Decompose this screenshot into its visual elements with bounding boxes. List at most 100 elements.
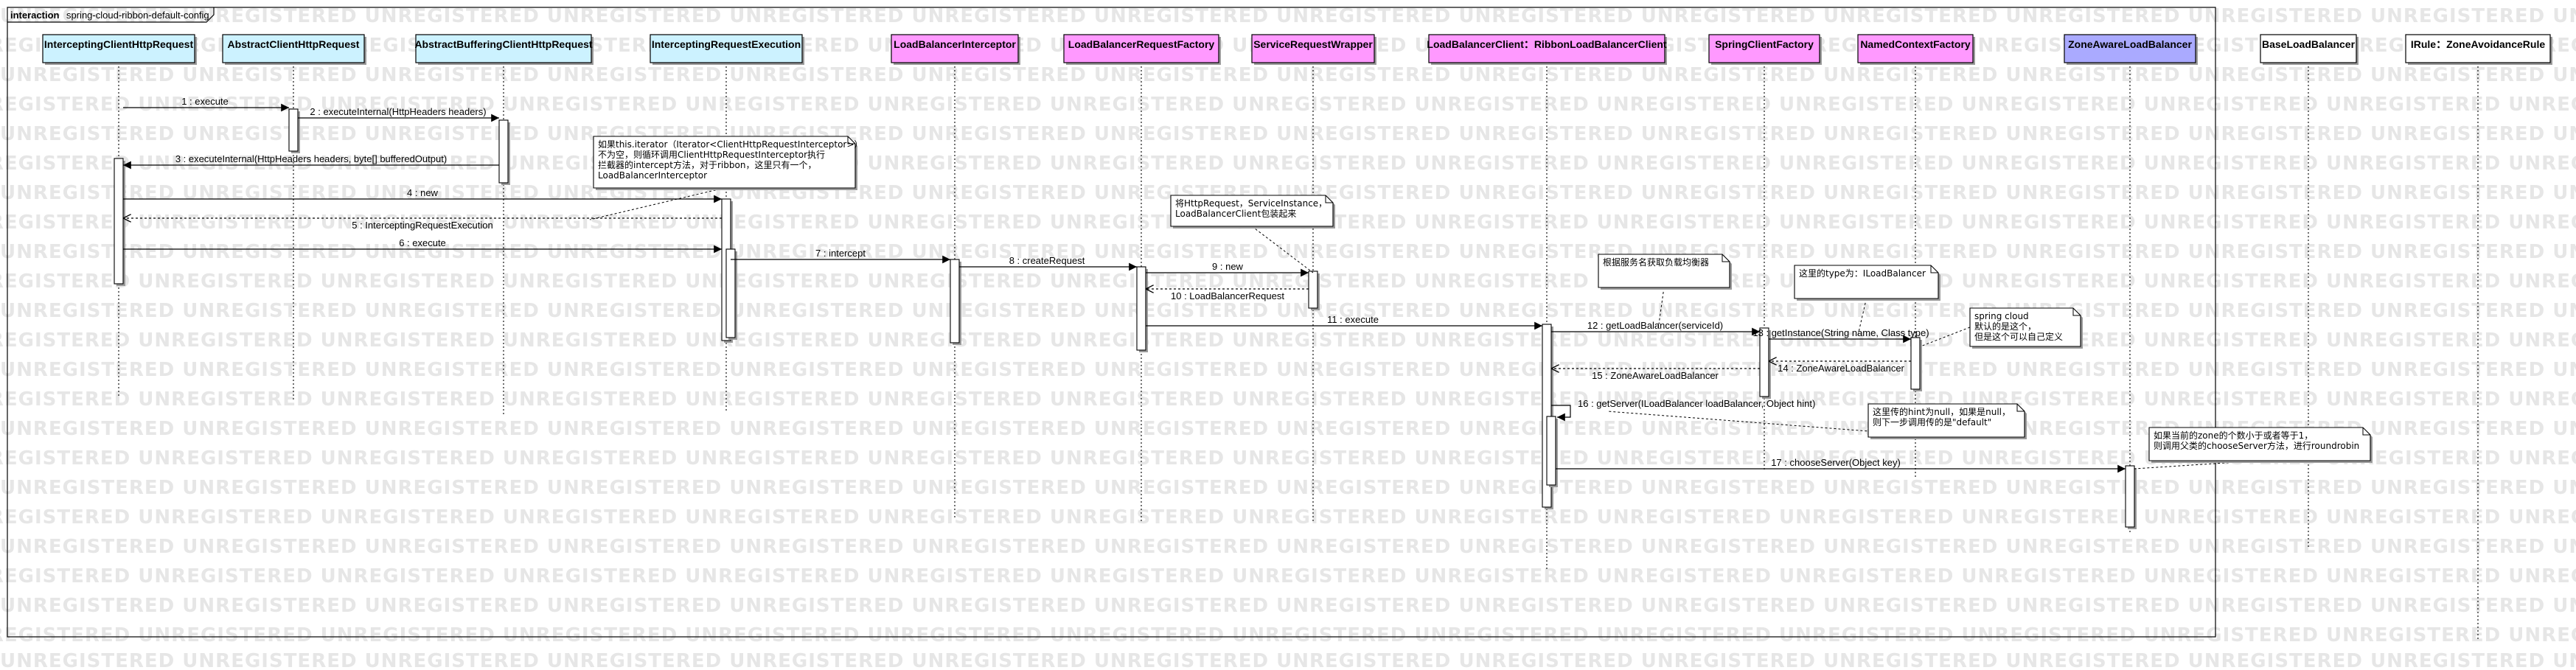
note-text-line: 拦截器的intercept方法，对于ribbon，这里只有一个，	[598, 159, 816, 170]
lifeline-label: BaseLoadBalancer	[2262, 38, 2356, 50]
note-text-line: 根据服务名获取负载均衡器	[1603, 257, 1709, 268]
lifeline-acr[interactable]: AbstractClientHttpRequest	[222, 34, 366, 402]
lifeline-abcr[interactable]: AbstractBufferingClientHttpRequest	[414, 34, 593, 416]
note-box	[1598, 254, 1730, 288]
watermark-text: UNREGISTERED UNREGISTERED UNREGISTERED U…	[0, 123, 2576, 145]
lifeline-box[interactable]	[222, 34, 365, 63]
watermark-text: UNREGISTERED UNREGISTERED UNREGISTERED U…	[0, 300, 2576, 322]
activation-bar	[1136, 266, 1146, 351]
watermark-text: UNREGISTERED UNREGISTERED UNREGISTERED U…	[0, 595, 2576, 617]
note-4: 这里的type为：ILoadBalancer	[1794, 265, 1940, 336]
lifeline-box[interactable]	[2064, 34, 2196, 63]
note-connector	[2134, 460, 2260, 470]
note-connector	[1658, 287, 1665, 325]
message-12[interactable]: 12 : getLoadBalancer(serviceId)	[1551, 320, 1760, 336]
message-arrow	[1551, 405, 1571, 422]
message-3[interactable]: 3 : executeInternal(HttpHeaders headers,…	[123, 153, 499, 170]
lifeline-box[interactable]	[415, 34, 592, 63]
watermark-text: UNREGISTERED UNREGISTERED UNREGISTERED U…	[0, 241, 2576, 263]
message-9[interactable]: 9 : new	[1146, 261, 1309, 277]
note-corner-fold	[2016, 404, 2025, 412]
frame-name: spring-cloud-ribbon-default-config	[66, 10, 209, 21]
note-text-line: 如果当前的zone的个数小于或者等于1，	[2154, 430, 2313, 441]
lifeline-icr[interactable]: InterceptingClientHttpRequest	[42, 34, 197, 398]
lifeline-ire[interactable]: InterceptingRequestExecution	[650, 34, 804, 413]
lifeline-srw[interactable]: ServiceRequestWrapper	[1251, 34, 1376, 523]
message-10[interactable]: 10 : LoadBalancerRequest	[1146, 289, 1309, 301]
lifeline-label: InterceptingRequestExecution	[652, 38, 801, 50]
note-connector	[1251, 226, 1314, 273]
watermark-text: UNREGISTERED UNREGISTERED UNREGISTERED U…	[0, 271, 2576, 293]
lifeline-label: AbstractBufferingClientHttpRequest	[414, 38, 592, 50]
note-text-line: 默认的是这个，	[1974, 321, 2036, 332]
message-14[interactable]: 14 : ZoneAwareLoadBalancer	[1769, 361, 1911, 374]
watermark-text: UNREGISTERED UNREGISTERED UNREGISTERED U…	[0, 153, 2576, 175]
message-5[interactable]: 5 : InterceptingRequestExecution	[123, 218, 722, 231]
watermark-text: UNREGISTERED UNREGISTERED UNREGISTERED U…	[0, 329, 2576, 352]
lifeline-label: LoadBalancerInterceptor	[894, 38, 1016, 50]
note-2: 将HttpRequest，ServiceInstance，LoadBalance…	[1170, 195, 1335, 273]
note-box	[1794, 265, 1939, 299]
lifeline-lbrf[interactable]: LoadBalancerRequestFactory	[1063, 34, 1221, 523]
message-2[interactable]: 2 : executeInternal(HttpHeaders headers)	[298, 106, 499, 122]
lifeline-label: LoadBalancerClient：RibbonLoadBalancerCli…	[1427, 38, 1666, 50]
message-1[interactable]: 1 : execute	[123, 96, 289, 112]
message-label: 13 : getInstance(String name, Class type…	[1752, 327, 1929, 338]
note-text-line: 但是这个可以自己定义	[1974, 331, 2063, 342]
note-box	[2148, 427, 2371, 461]
message-6[interactable]: 6 : execute	[123, 237, 722, 254]
note-box	[1969, 307, 2081, 347]
message-17[interactable]: 17 : chooseServer(Object key)	[1556, 457, 2126, 473]
lifeline-lbi[interactable]: LoadBalancerInterceptor	[891, 34, 1020, 520]
note-connector	[1606, 411, 1947, 438]
lifeline-box[interactable]	[42, 34, 195, 63]
message-label: 3 : executeInternal(HttpHeaders headers,…	[175, 153, 447, 164]
message-7[interactable]: 7 : intercept	[731, 248, 950, 264]
note-text-line: spring cloud	[1974, 311, 2029, 321]
note-3: 根据服务名获取负载均衡器	[1598, 254, 1732, 325]
message-11[interactable]: 11 : execute	[1146, 314, 1542, 330]
lifeline-box[interactable]	[1063, 34, 1219, 63]
watermark-text: UNREGISTERED UNREGISTERED UNREGISTERED U…	[0, 536, 2576, 558]
message-15[interactable]: 15 : ZoneAwareLoadBalancer	[1551, 369, 1760, 381]
activation-bar	[1910, 337, 1921, 390]
lifeline-box[interactable]	[1428, 34, 1665, 63]
lifeline-box[interactable]	[2405, 34, 2551, 63]
watermark-text: UNREGISTERED UNREGISTERED UNREGISTERED U…	[0, 94, 2576, 116]
lifeline-scf[interactable]: SpringClientFactory	[1708, 34, 1822, 472]
lifeline-blb[interactable]: BaseLoadBalancer	[2260, 34, 2359, 549]
lifeline-box[interactable]	[1251, 34, 1375, 63]
lifeline-zalb[interactable]: ZoneAwareLoadBalancer	[2064, 34, 2198, 534]
lifeline-irule[interactable]: IRule：ZoneAvoidanceRule	[2405, 34, 2552, 640]
lifeline-box[interactable]	[891, 34, 1019, 63]
note-corner-fold	[2362, 428, 2370, 436]
note-corner-fold	[1722, 254, 1730, 262]
watermark-text: UNREGISTERED UNREGISTERED UNREGISTERED U…	[0, 418, 2576, 440]
note-box	[1170, 195, 1334, 227]
message-16[interactable]: 16 : getServer(ILoadBalancer loadBalance…	[1551, 398, 1815, 422]
watermark-text: UNREGISTERED UNREGISTERED UNREGISTERED U…	[0, 5, 2576, 27]
interaction-frame	[7, 7, 2216, 638]
message-8[interactable]: 8 : createRequest	[959, 255, 1137, 271]
note-box	[593, 136, 856, 189]
watermark-text: UNREGISTERED UNREGISTERED UNREGISTERED U…	[0, 477, 2576, 499]
activation-bar	[288, 108, 299, 152]
note-1: 如果this.iterator（Iterator<ClientHttpReque…	[589, 136, 863, 220]
note-box	[1867, 403, 2025, 438]
lifeline-box[interactable]	[1857, 34, 1974, 63]
lifeline-box[interactable]	[1708, 34, 1820, 63]
note-7: 如果当前的zone的个数小于或者等于1，则调用父类的chooseServer方法…	[2134, 427, 2373, 470]
message-4[interactable]: 4 : new	[123, 187, 722, 203]
lifeline-label: NamedContextFactory	[1860, 38, 1971, 50]
message-label: 15 : ZoneAwareLoadBalancer	[1592, 370, 1719, 381]
note-text-line: 不为空，则循环调用ClientHttpRequestInterceptor执行	[598, 150, 825, 160]
lifeline-box[interactable]	[2260, 34, 2357, 63]
note-connector	[589, 187, 725, 220]
lifeline-box[interactable]	[650, 34, 803, 63]
message-label: 4 : new	[407, 187, 439, 198]
message-13[interactable]: 13 : getInstance(String name, Class type…	[1752, 327, 1929, 343]
watermark-text: UNREGISTERED UNREGISTERED UNREGISTERED U…	[0, 624, 2576, 646]
lifeline-ncf[interactable]: NamedContextFactory	[1857, 34, 1975, 479]
lifeline-lbc[interactable]: LoadBalancerClient：RibbonLoadBalancerCli…	[1427, 34, 1667, 571]
message-label: 7 : intercept	[815, 248, 866, 259]
